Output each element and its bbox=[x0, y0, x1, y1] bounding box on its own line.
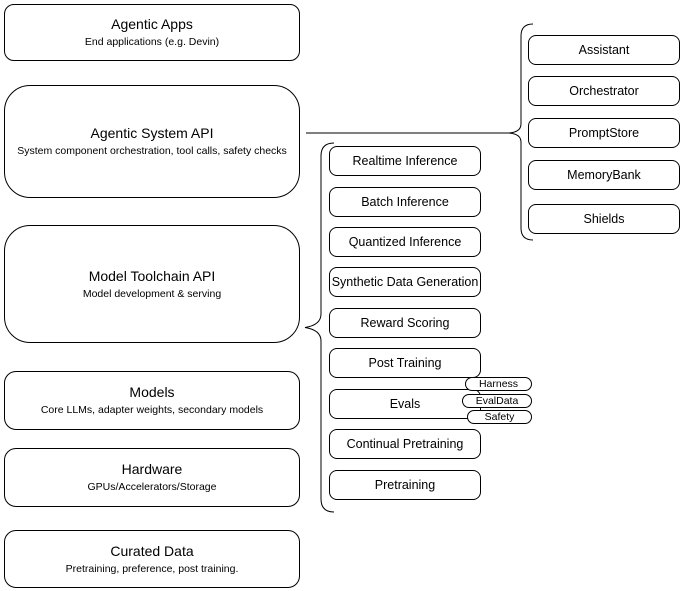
node-title: Agentic System API bbox=[90, 125, 214, 141]
node-label: Evals bbox=[389, 397, 421, 411]
node-label: Reward Scoring bbox=[360, 316, 450, 330]
node-assistant: Assistant bbox=[528, 35, 680, 65]
tag-label: EvalData bbox=[475, 394, 519, 407]
node-subtitle: End applications (e.g. Devin) bbox=[84, 36, 220, 48]
node-title: Curated Data bbox=[110, 542, 194, 559]
node-batch-inference: Batch Inference bbox=[329, 187, 481, 217]
node-label: Realtime Inference bbox=[352, 154, 458, 168]
node-orchestrator: Orchestrator bbox=[528, 76, 680, 106]
node-label: Pretraining bbox=[374, 478, 436, 492]
node-subtitle: System component orchestration, tool cal… bbox=[17, 145, 287, 157]
node-label: Shields bbox=[583, 212, 625, 226]
tag-label: Safety bbox=[484, 410, 515, 423]
node-reward-scoring: Reward Scoring bbox=[329, 308, 481, 338]
node-title: Model Toolchain API bbox=[88, 267, 216, 284]
node-quantized-inference: Quantized Inference bbox=[329, 227, 481, 257]
node-label: Quantized Inference bbox=[348, 235, 462, 249]
node-realtime-inference: Realtime Inference bbox=[329, 146, 481, 176]
node-agentic-apps: Agentic Apps End applications (e.g. Devi… bbox=[4, 4, 300, 61]
node-shields: Shields bbox=[528, 204, 680, 234]
node-label: MemoryBank bbox=[567, 168, 641, 182]
node-label: PromptStore bbox=[568, 126, 640, 140]
node-synthetic-data-generation: Synthetic Data Generation bbox=[329, 267, 481, 297]
node-label: Synthetic Data Generation bbox=[331, 275, 479, 289]
tag-label: Harness bbox=[478, 377, 519, 390]
node-label: Continual Pretraining bbox=[346, 437, 464, 451]
node-curated-data: Curated Data Pretraining, preference, po… bbox=[4, 530, 300, 588]
node-models: Models Core LLMs, adapter weights, secon… bbox=[4, 371, 300, 430]
node-hardware: Hardware GPUs/Accelerators/Storage bbox=[4, 448, 300, 507]
node-subtitle: GPUs/Accelerators/Storage bbox=[87, 481, 217, 493]
node-label: Batch Inference bbox=[361, 195, 449, 209]
node-pretraining: Pretraining bbox=[329, 470, 481, 500]
node-memorybank: MemoryBank bbox=[528, 160, 680, 190]
tag-harness: Harness bbox=[465, 377, 532, 391]
node-title: Models bbox=[129, 384, 175, 400]
tag-evaldata: EvalData bbox=[462, 394, 532, 408]
node-evals: Evals bbox=[329, 389, 481, 419]
node-subtitle: Core LLMs, adapter weights, secondary mo… bbox=[40, 404, 264, 416]
node-model-toolchain-api: Model Toolchain API Model development & … bbox=[4, 225, 300, 343]
node-label: Orchestrator bbox=[569, 84, 639, 98]
node-title: Hardware bbox=[121, 461, 183, 477]
tag-safety: Safety bbox=[467, 410, 532, 424]
node-label: Post Training bbox=[368, 356, 442, 370]
node-continual-pretraining: Continual Pretraining bbox=[329, 429, 481, 459]
node-label: Assistant bbox=[578, 43, 630, 57]
node-title: Agentic Apps bbox=[111, 16, 193, 32]
node-post-training: Post Training bbox=[329, 348, 481, 378]
node-agentic-system-api: Agentic System API System component orch… bbox=[4, 85, 300, 198]
node-subtitle: Model development & serving bbox=[82, 287, 222, 300]
node-subtitle: Pretraining, preference, post training. bbox=[65, 562, 239, 575]
node-promptstore: PromptStore bbox=[528, 118, 680, 148]
